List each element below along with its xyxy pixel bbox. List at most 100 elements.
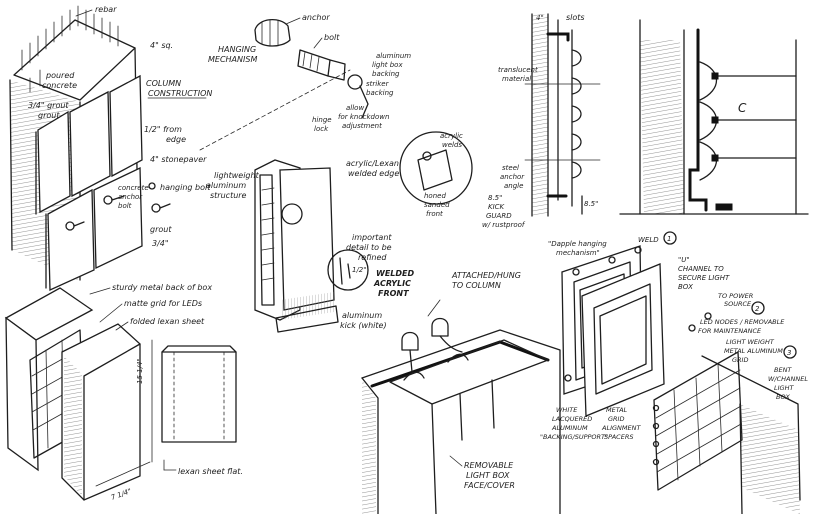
important-label-1: important [352,233,392,242]
lexan-flat [161,345,237,443]
kick-label-2: kick (white) [340,321,387,330]
white-label-2: LACQUERED [552,415,592,423]
metal-grid-label-2: GRID [608,415,624,423]
poured-concrete-label-2: concrete [42,81,77,90]
bolt-label: bolt [324,33,340,42]
welded-label-1: WELDED [376,269,414,278]
bolt-part [297,49,346,81]
striker-part [347,74,369,119]
aluminum-grid [653,351,743,491]
folded-lexan-label: folded lexan sheet [130,317,205,326]
honed-front-label-3: front [426,210,443,218]
centerline-label: C [738,101,747,115]
channel-label-2: CHANNEL TO [678,265,724,273]
grout-label-b: grout [150,225,172,234]
from-edge-label-1: 1/2" from [144,125,182,134]
kick-guard-label-4: w/ rustproof [482,221,526,229]
callout-number-2: 2 [755,305,760,313]
channel-label-1: "U" [678,256,690,264]
removable-label-2: LIGHT BOX [466,471,510,480]
light-box-grid [261,187,275,281]
important-label-2: detail to be [346,243,392,252]
kick-guard-label-1: 8.5" [488,194,502,202]
anchor-label: anchor [302,13,330,22]
slot-profile [571,49,582,179]
metal-grid-label-4: SPACERS [604,433,633,441]
column-construction-label-1: COLUMN [146,79,181,88]
back-box [701,355,801,514]
led-nodes [564,246,712,466]
grout-label-a2: grout [38,111,60,120]
hanging-mechanism-sketch: HANGING MECHANISM anchor bolt aluminum l… [199,13,473,333]
acrylic-lexan-label-1: acrylic/Lexan [346,159,399,168]
grout-label-b2: 3/4" [152,239,169,248]
dapple-label-1: "Dapple hanging [548,240,607,248]
callout-number-3: 3 [787,349,791,357]
hinge-lock-label-1: hinge [312,116,332,124]
aluminum-backing-label-1: aluminum [376,52,411,60]
grout-label-a: 3/4" grout [28,101,69,110]
weld-label: WELD [638,236,659,244]
concrete-anchor-label-3: bolt [118,202,132,210]
attached-label-2: TO COLUMN [452,281,501,290]
attached-label-1: ATTACHED/HUNG [451,271,521,280]
column-construction-sketch: rebar 4" sq. poured concrete 3/4" grout … [9,5,212,291]
lightweight-label-2: aluminum [206,181,246,190]
channel-label-3: SECURE LIGHT [678,274,730,282]
striker-backing-label-1: striker [366,80,390,88]
removable-label-1: REMOVABLE [464,461,514,470]
hanging-mechanism-label-1: HANGING [218,45,256,54]
kick-guard-label-2: KICK [488,203,506,211]
lexan-flat-label: lexan sheet flat. [178,467,243,476]
lightweight-label-3: structure [210,191,247,200]
acrylic-welds-label-1: acrylic [440,132,463,140]
plug-icon [401,317,463,373]
hanging-bolt-label: hanging bolt [160,183,211,192]
leds-label-1: LED NODES / REMOVABLE [700,318,785,326]
section-detail-sketch: slots 4" translucent material steel anch… [482,13,601,229]
from-edge-label-2: edge [166,135,186,144]
power-label-2: SOURCE [724,300,752,308]
dapple-label-2: mechanism" [556,249,600,257]
detail-callout [399,131,473,205]
four-inch-square-label: 4" sq. [150,41,173,50]
removable-label-3: FACE/COVER [464,481,515,490]
kick-guard-label-3: GUARD [486,212,512,220]
stone-paver-label: 4" stonepaver [150,155,207,164]
bent-label-4: BOX [776,393,790,401]
acrylic-welds-label-2: welds [442,141,462,149]
light-grid-label-1: LIGHT WEIGHT [726,338,775,346]
installed-box-sketch: ATTACHED/HUNG TO COLUMN REMOVABLE LIGHT … [361,271,561,514]
light-box [254,159,339,333]
anchor-part [254,19,291,47]
aluminum-backing-label-3: backing [372,70,400,78]
white-label-4: "BACKING/SUPPORT" [540,433,608,441]
metal-back-label: sturdy metal back of box [112,283,212,292]
inner-frame [581,263,665,417]
poured-concrete-label-1: poured [45,71,75,80]
stone-pavers [35,74,143,291]
led-grid-label: matte grid for LEDs [124,299,202,308]
kick-label-1: aluminum [342,311,382,320]
callout-number-1: 1 [667,235,671,243]
top-dimension: 4" [536,14,544,22]
allow-knockdown-label-3: adjustment [342,122,382,130]
leds-label-2: FOR MAINTENANCE [698,327,762,335]
welded-label-3: FRONT [378,289,409,298]
striker-backing-label-2: backing [366,89,394,97]
width-dimension: 7 1/4" [110,487,133,502]
metal-grid-label-1: METAL [606,406,628,414]
power-label-1: TO POWER [718,292,753,300]
bent-label-3: LIGHT [774,384,794,392]
translucent-label-1: translucent [498,66,538,74]
steel-anchor-label-1: steel [502,164,519,172]
box-assembly-sketch: sturdy metal back of box matte grid for … [4,283,243,502]
channel-label-4: BOX [678,283,693,291]
white-label-1: WHITE [556,406,578,414]
side-dimension: 8.5" [584,200,598,208]
wall-section-sketch: C [619,19,809,215]
anchor-bolts [65,182,171,231]
hanging-mechanism-label-2: MECHANISM [208,55,257,64]
concrete-anchor-label-1: concrete [118,184,149,192]
translucent-label-2: material [502,75,531,83]
